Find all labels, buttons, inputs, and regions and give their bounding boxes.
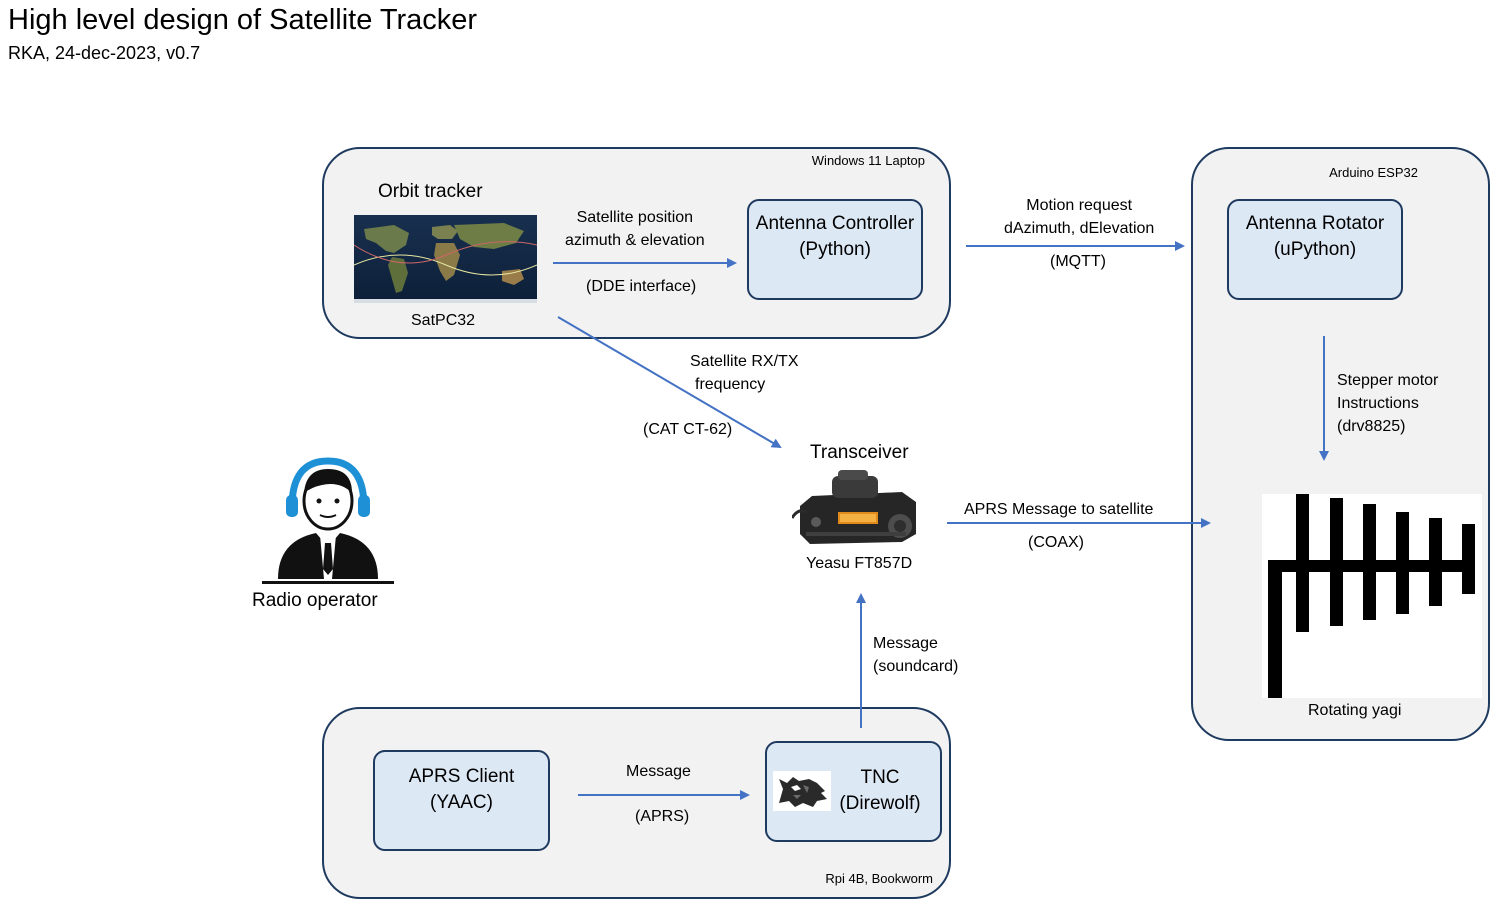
sat-rxtx-line2: frequency	[695, 376, 766, 393]
orbit-tracker-label: Orbit tracker	[378, 181, 483, 202]
page-title: High level design of Satellite Tracker	[8, 4, 478, 36]
mqtt-label: (MQTT)	[1050, 253, 1106, 270]
dde-label: (DDE interface)	[586, 278, 697, 295]
coax-label: (COAX)	[1028, 534, 1084, 551]
sat-rxtx-line1: Satellite RX/TX	[690, 353, 799, 370]
cat-label: (CAT CT-62)	[643, 421, 733, 438]
aprs-client-title: APRS Client	[408, 766, 515, 787]
wolf-logo-icon	[773, 771, 831, 811]
rotating-yagi-label: Rotating yagi	[1308, 702, 1402, 719]
sat-position-line1: Satellite position	[576, 209, 694, 226]
aprs-client-box: APRS Client (YAAC)	[373, 750, 550, 851]
antenna-rotator-box: Antenna Rotator (uPython)	[1227, 199, 1403, 300]
msg-soundcard-label: Message (soundcard)	[873, 632, 958, 678]
laptop-group-label: Windows 11 Laptop	[811, 153, 925, 168]
stepper-line3: (drv8825)	[1337, 418, 1406, 435]
radio-transceiver-icon	[792, 470, 916, 544]
aprs-client-app: (YAAC)	[430, 792, 493, 813]
tnc-title: TNC	[860, 767, 900, 788]
transceiver-label: Transceiver	[810, 442, 909, 463]
yaesu-label: Yeasu FT857D	[806, 555, 913, 572]
antenna-rotator-lang: (uPython)	[1273, 239, 1357, 260]
antenna-controller-title: Antenna Controller	[755, 213, 915, 234]
msg-soundcard-line1: Message	[873, 635, 938, 652]
rpi-group-label: Rpi 4B, Bookworm	[825, 871, 933, 886]
aprs-msg-label: APRS Message to satellite	[964, 501, 1154, 518]
satpc32-label: SatPC32	[411, 312, 476, 329]
antenna-controller-lang: (Python)	[799, 239, 871, 260]
motion-request-line1: Motion request	[1026, 197, 1133, 214]
motion-request-label: Motion request dAzimuth, dElevation	[1004, 194, 1154, 240]
msg-soundcard-line2: (soundcard)	[873, 658, 959, 675]
antenna-rotator-title: Antenna Rotator	[1245, 213, 1385, 234]
antenna-controller-box: Antenna Controller (Python)	[747, 199, 923, 300]
world-map-icon	[354, 215, 537, 303]
message-label: Message	[626, 763, 691, 780]
yagi-antenna-icon	[1262, 494, 1482, 698]
sat-position-line2: azimuth & elevation	[565, 232, 705, 249]
stepper-label: Stepper motor Instructions (drv8825)	[1337, 369, 1438, 438]
stepper-line1: Stepper motor	[1337, 372, 1439, 389]
sat-rxtx-label: Satellite RX/TX frequency	[690, 350, 798, 396]
aprs-label: (APRS)	[635, 808, 690, 825]
page-subtitle: RKA, 24-dec-2023, v0.7	[8, 43, 201, 63]
sat-position-label: Satellite position azimuth & elevation	[565, 206, 705, 252]
operator-headset-icon	[262, 457, 394, 584]
radio-operator-label: Radio operator	[252, 590, 378, 611]
esp32-group-label: Arduino ESP32	[1329, 165, 1418, 180]
motion-request-line2: dAzimuth, dElevation	[1004, 220, 1155, 237]
stepper-line2: Instructions	[1337, 395, 1419, 412]
tnc-app: (Direwolf)	[839, 793, 921, 814]
